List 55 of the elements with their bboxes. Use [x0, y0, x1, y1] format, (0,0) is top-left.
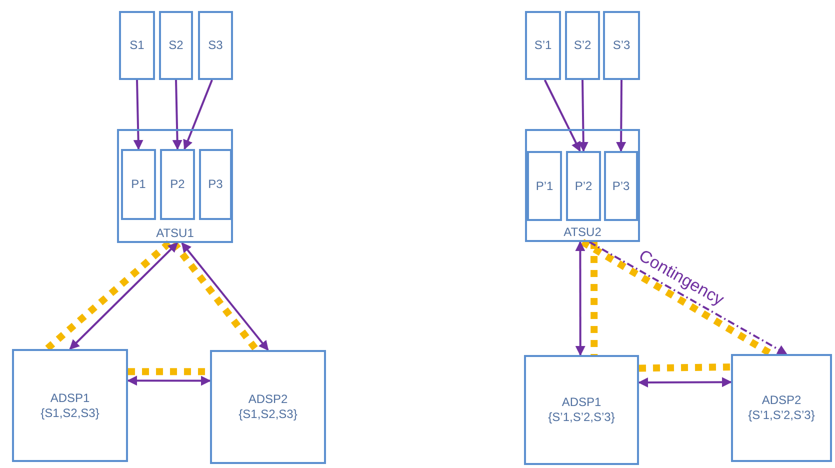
node-label: P3: [208, 177, 223, 192]
node-label: {S’1,S’2,S’3}: [748, 408, 815, 423]
node-label: P2: [170, 177, 185, 192]
node-label: S2: [168, 38, 184, 53]
node-label: P1: [131, 177, 146, 192]
node-label: ADSP1: [50, 390, 90, 406]
node-box: [159, 11, 193, 80]
node-label: ATSU2: [564, 225, 602, 240]
arrow: [616, 80, 626, 152]
node-label: ADSP1: [562, 395, 602, 410]
node-label: ADSP2: [248, 392, 288, 407]
node-box: [731, 354, 832, 462]
node-label: P’2: [574, 178, 592, 194]
node-label: S’3: [612, 38, 630, 53]
arrow: [172, 80, 182, 150]
dotted-link: [590, 242, 598, 355]
arrow: [183, 80, 213, 150]
arrow: [127, 376, 211, 386]
node-box: [12, 349, 128, 462]
arrow: [575, 241, 586, 356]
node-box: [527, 151, 562, 221]
node-label: P’3: [612, 178, 630, 194]
dotted-link: [171, 240, 260, 352]
dotted-link: [44, 240, 172, 352]
node-box: [160, 149, 195, 220]
node-box: [199, 149, 232, 220]
node-box: [119, 11, 155, 80]
node-label: ADSP2: [762, 393, 802, 408]
arrow: [638, 377, 732, 388]
arrow: [181, 242, 269, 351]
arrow: [69, 242, 178, 350]
arrow: [544, 80, 581, 152]
node-box: [210, 350, 326, 464]
node-label: S3: [208, 38, 223, 53]
node-box: [604, 151, 638, 221]
node-label: S’1: [534, 38, 552, 53]
node-label: S1: [130, 38, 144, 53]
arrow: [133, 80, 144, 150]
node-label: P’1: [536, 178, 554, 194]
node-label: ATSU1: [156, 226, 194, 241]
node-box: [524, 355, 639, 465]
node-label: S’2: [574, 38, 592, 53]
node-label: {S1,S2,S3}: [40, 406, 100, 420]
node-box: [525, 11, 561, 80]
dotted-link: [638, 363, 732, 372]
node-box: [121, 149, 156, 220]
node-box: [198, 11, 233, 80]
node-box: [603, 11, 640, 80]
node-box: [565, 11, 600, 80]
unit-box: [525, 129, 640, 242]
unit-box: [117, 129, 233, 243]
node-label: {S1,S2,S3}: [238, 407, 298, 422]
node-label: {S’1,S’2,S’3}: [548, 410, 615, 425]
node-box: [566, 151, 601, 221]
arrow: [578, 80, 588, 152]
